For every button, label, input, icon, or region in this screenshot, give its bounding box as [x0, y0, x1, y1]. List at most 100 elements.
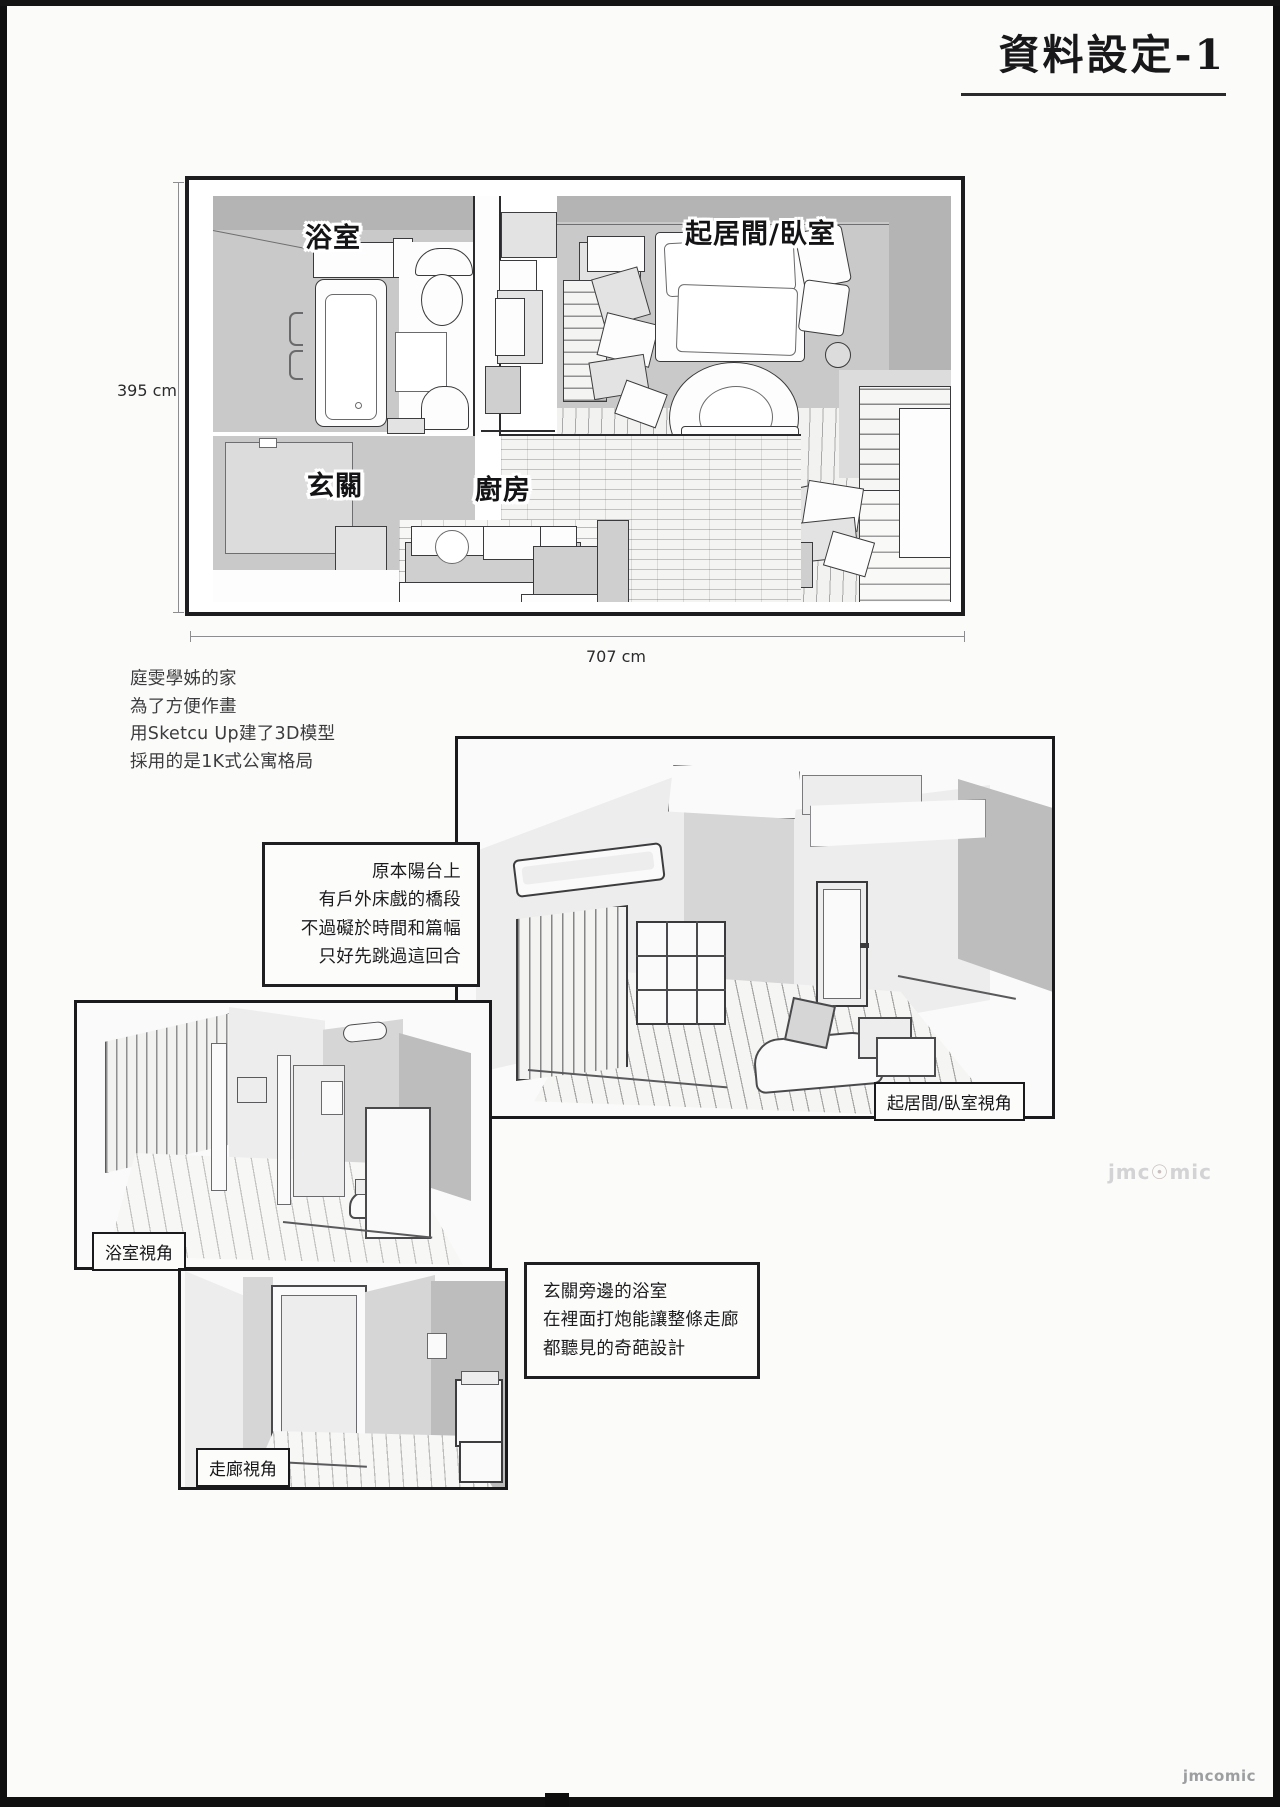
lv-cube-shelf-div-h2	[636, 989, 726, 991]
livingroom-wall-top	[557, 196, 951, 222]
floor-plan: 浴室 起居間/臥室 玄關 廚房	[185, 176, 965, 616]
page-edge-right	[1273, 0, 1280, 1807]
entryway-floor	[213, 570, 399, 602]
lv-cube-shelf-div-v2	[696, 921, 698, 1025]
callout-balcony-line-4: 只好先跳過這回合	[318, 947, 461, 968]
floor-plan-canvas: 浴室 起居間/臥室 玄關 廚房	[199, 190, 951, 602]
bathroom-partition-edge-left	[473, 196, 475, 436]
kitchen-peninsula	[597, 520, 629, 602]
bathroom-wall-top	[213, 196, 475, 230]
dimension-width-label: 707 cm	[586, 647, 647, 666]
lv-balcony-sliding-door	[516, 905, 628, 1081]
note-line-3: 用Sketcu Up建了3D模型	[130, 724, 336, 745]
lv-floor-box	[783, 996, 837, 1050]
livingroom-view-panel	[455, 736, 1055, 1119]
page-edge-top	[0, 0, 1280, 6]
callout-bathroom-design: 玄關旁邊的浴室 在裡面打炮能讓整條走廊 都聽見的奇葩設計	[524, 1262, 760, 1380]
bathroom-step	[387, 418, 425, 434]
dimension-cap-left	[190, 631, 191, 642]
page-edge-left	[0, 0, 7, 1807]
entryway-door-left	[225, 442, 226, 554]
page-title: 資料設定-1	[998, 31, 1226, 79]
cv-wall-fixture	[427, 1333, 447, 1359]
view-label-bathroom: 浴室視角	[92, 1232, 186, 1271]
lv-cube-shelf	[636, 921, 726, 1025]
watermark-left: jmc	[1107, 1160, 1151, 1184]
livingroom-wall-fold	[557, 224, 951, 225]
note-line-2: 為了方便作畫	[130, 696, 237, 717]
corridor-wall-top-edge	[501, 434, 801, 436]
note-line-1: 庭雯學姊的家	[130, 669, 237, 689]
toilet-bowl	[421, 274, 463, 326]
corridor-box-b	[495, 298, 525, 356]
entryway-door-handle	[259, 438, 277, 448]
lv-door-handle	[860, 943, 869, 948]
washbasin	[421, 386, 469, 430]
watermark: jmc☉mic	[1108, 1160, 1212, 1184]
cv-washing-machine	[455, 1379, 503, 1447]
room-label-entryway: 玄關	[307, 471, 363, 502]
dimension-line-horizontal	[190, 636, 965, 637]
callout-bathroom-line-2: 在裡面打炮能讓整條走廊	[543, 1310, 739, 1331]
cv-floor	[249, 1431, 495, 1487]
floor-plan-notes: 庭雯學姊的家 為了方便作畫 用Sketcu Up建了3D模型 採用的是1K式公寓…	[130, 666, 335, 777]
lv-ceiling-slab-a	[668, 765, 800, 819]
washing-machine-drum	[435, 530, 469, 564]
view-label-corridor: 走廊視角	[196, 1448, 290, 1487]
fridge	[521, 594, 605, 602]
corridor-box-c	[485, 366, 521, 414]
bathtub-inner	[325, 294, 377, 420]
callout-balcony-line-2: 有戶外床戲的橋段	[318, 890, 461, 911]
watermark-bottom: jmcomic	[1182, 1767, 1256, 1785]
entryway-door-panel	[225, 442, 353, 554]
balcony-rail-panel	[899, 408, 951, 558]
kitchen-sink	[483, 526, 541, 560]
watermark-dot: ☉	[1150, 1160, 1170, 1184]
corridor-cabinet-upper	[501, 212, 557, 258]
entryway-door-top	[225, 442, 353, 443]
note-line-4: 採用的是1K式公寓格局	[130, 751, 314, 772]
bathroom-view-panel	[74, 1000, 492, 1270]
cv-basket	[459, 1441, 503, 1483]
room-label-kitchen: 廚房	[475, 475, 531, 506]
dimension-cap-bottom	[173, 612, 184, 613]
bv-cabinet	[237, 1077, 267, 1103]
page-edge-bottom	[0, 1797, 1280, 1807]
callout-balcony-line-3: 不過礙於時間和篇幅	[300, 918, 461, 939]
bathroom-mat	[395, 332, 447, 392]
bv-blinds	[105, 1013, 231, 1173]
page-title-text: 資料設定-1	[998, 31, 1226, 79]
view-label-livingroom: 起居間/臥室視角	[874, 1082, 1025, 1121]
lv-cube-shelf-div-v1	[666, 921, 668, 1025]
dimension-cap-top	[173, 182, 184, 183]
dimension-cap-right	[964, 631, 965, 642]
callout-balcony-line-1: 原本陽台上	[372, 862, 461, 882]
cushion	[797, 279, 851, 337]
grab-bar-upper	[289, 312, 303, 346]
lv-door-panel	[823, 889, 861, 999]
callout-balcony: 原本陽台上 有戶外床戲的橋段 不過礙於時間和篇幅 只好先跳過這回合	[262, 842, 480, 988]
entryway-door-right	[352, 442, 353, 554]
corridor-threshold	[481, 430, 555, 432]
lv-ceiling-slab-c	[810, 799, 986, 847]
lv-cube-shelf-div-h1	[636, 955, 726, 957]
grab-bar-lower	[289, 350, 303, 380]
bv-partition-a	[211, 1043, 227, 1191]
callout-bathroom-line-1: 玄關旁邊的浴室	[543, 1282, 668, 1302]
bv-partition-b	[277, 1055, 291, 1205]
dimension-height-label: 395 cm	[117, 381, 178, 400]
page-edge-notch	[545, 1793, 569, 1807]
title-underline	[961, 93, 1226, 96]
bv-door-open	[365, 1107, 431, 1239]
dimension-line-vertical	[178, 182, 179, 612]
corridor-box-a	[499, 260, 537, 294]
blanket	[675, 283, 799, 357]
callout-bathroom-line-3: 都聽見的奇葩設計	[543, 1338, 686, 1359]
room-label-livingroom: 起居間/臥室	[685, 219, 836, 250]
room-label-bathroom: 浴室	[305, 223, 361, 254]
bv-shelf	[321, 1081, 343, 1115]
watermark-right: mic	[1169, 1160, 1212, 1184]
entryway-door-bottom	[225, 553, 353, 554]
lv-side-box-2	[876, 1037, 936, 1077]
bathtub-drain	[355, 402, 362, 409]
